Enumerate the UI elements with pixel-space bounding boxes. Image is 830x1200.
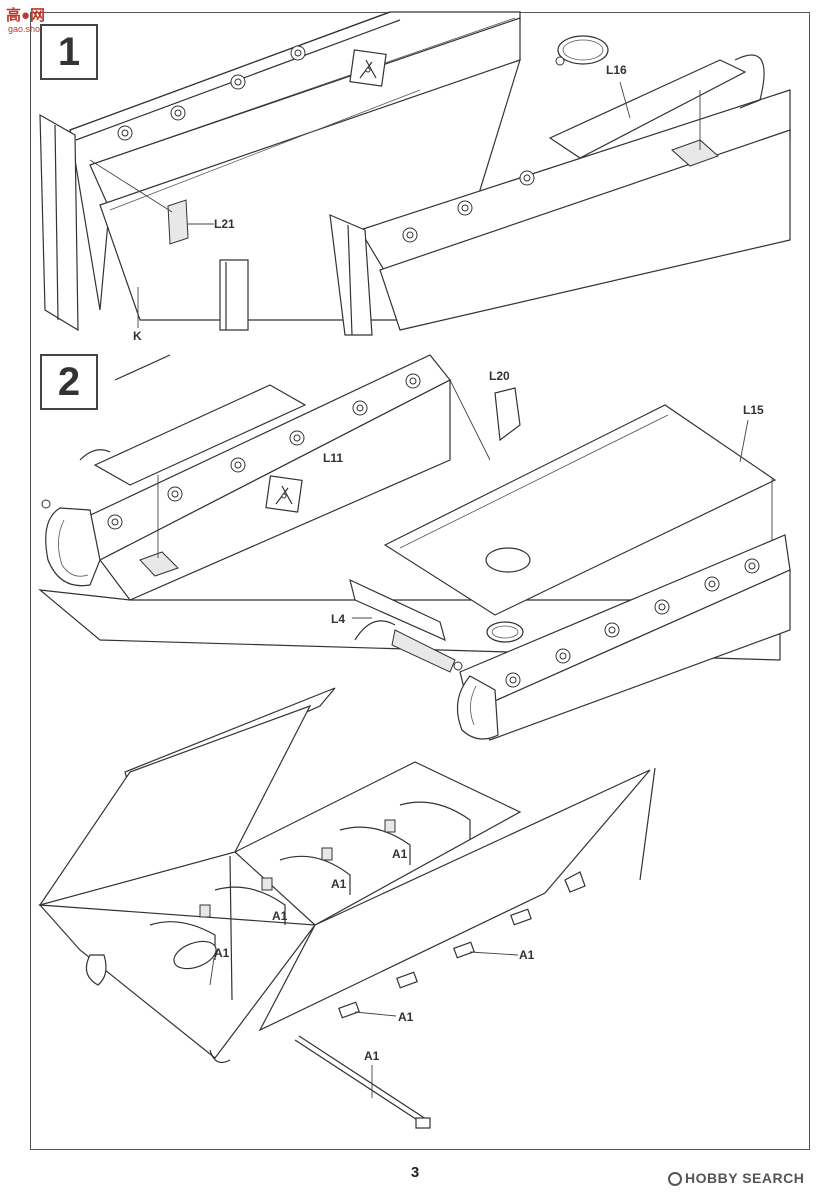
bolt-row <box>505 558 760 688</box>
bolt-row <box>117 45 306 141</box>
part-label-A1: A1 <box>272 909 288 923</box>
part-label-A1: A1 <box>392 847 408 861</box>
step1-right-hull <box>329 35 791 336</box>
watermark-logo: 高●网 <box>6 7 46 24</box>
part-label-L15: L15 <box>743 403 764 417</box>
suspension-arms <box>149 801 471 960</box>
part-label-L21: L21 <box>214 217 235 231</box>
part-label-A1: A1 <box>364 1049 380 1063</box>
page-number: 3 <box>410 1164 420 1181</box>
part-label-A1: A1 <box>398 1010 414 1024</box>
hobby-search-icon <box>668 1172 682 1186</box>
step-1-box: 1 <box>40 24 98 80</box>
step-number: 1 <box>57 29 81 74</box>
part-label-A1: A1 <box>331 877 347 891</box>
bolt-row <box>402 170 535 243</box>
bolt-row <box>107 373 421 530</box>
axle-stubs <box>338 908 532 1019</box>
part-label-A1: A1 <box>214 946 230 960</box>
nipper-icon <box>349 49 387 87</box>
part-label-L4: L4 <box>331 612 346 626</box>
hobby-search-text: HOBBY SEARCH <box>685 1170 805 1186</box>
step-number: 2 <box>57 359 81 404</box>
watermark-url: gao.shou.com <box>8 24 65 34</box>
part-label-L16: L16 <box>606 63 627 77</box>
step2-right-hull <box>349 404 791 741</box>
part-label-A1: A1 <box>519 948 535 962</box>
lower-hull <box>38 687 656 1129</box>
part-label-L11: L11 <box>323 451 344 465</box>
nipper-icon <box>265 475 303 513</box>
step-2-box: 2 <box>40 354 98 410</box>
part-label-L20: L20 <box>489 369 510 383</box>
part-label-K: K <box>133 329 142 343</box>
hobby-search-logo: HOBBY SEARCH <box>668 1170 804 1186</box>
